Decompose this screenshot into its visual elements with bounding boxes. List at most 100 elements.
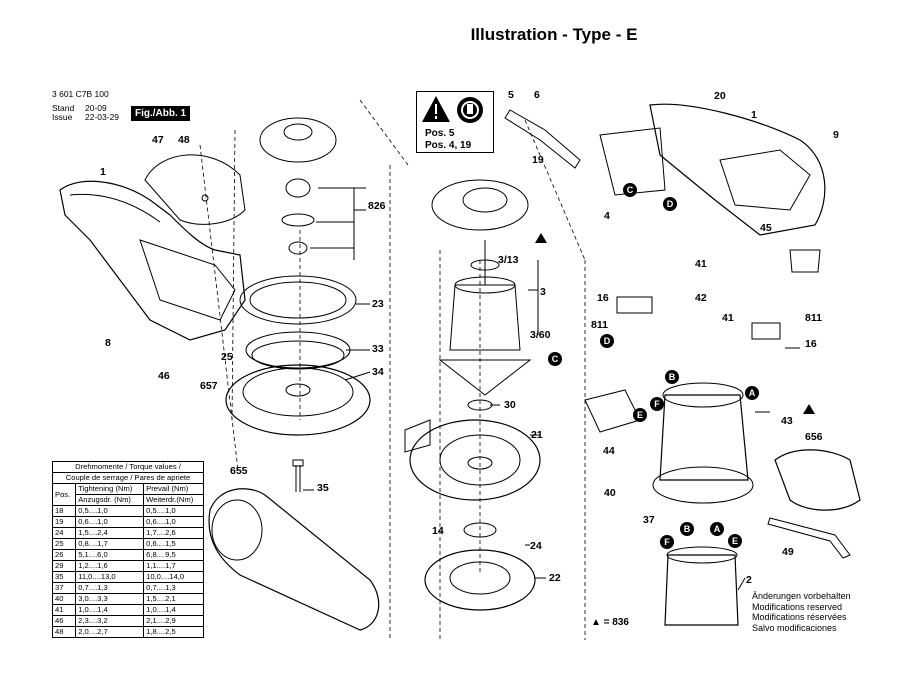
callout-16-left: 16 (597, 292, 609, 304)
callout-657: 657 (200, 380, 218, 392)
marker-f: F (650, 397, 664, 411)
modifications-note: Änderungen vorbehalten Modifications res… (752, 591, 851, 633)
callout-25: 25 (221, 351, 233, 363)
col-anzugsdr: Anzugsdr. (Nm) (75, 494, 145, 506)
cell-pos: 35 (51, 571, 77, 583)
callout-9: 9 (833, 129, 839, 141)
marker-e: E (633, 408, 647, 422)
cell-pos: 29 (51, 560, 77, 572)
warning-line-2: Pos. 4, 19 (425, 140, 472, 151)
callout-3: 3 (540, 286, 546, 298)
marker-a: A (745, 386, 759, 400)
col-prevail: Prevail (Nm) (143, 483, 204, 495)
issue-value: 22-03-29 (85, 112, 120, 122)
triangle-reference: ▲ = 836 (591, 617, 629, 628)
callout-8: 8 (105, 337, 111, 349)
callout-24: 24 (530, 540, 542, 552)
marker-b: B (665, 370, 679, 384)
callout-35: 35 (317, 482, 329, 494)
callout-45: 45 (760, 222, 772, 234)
marker-c: C (623, 183, 637, 197)
cell-tightening: 11,0....13,0 (75, 571, 145, 583)
callout-21: 21 (531, 429, 543, 441)
cell-tightening: 5,1....6,0 (75, 549, 145, 561)
cell-pos: 26 (51, 549, 77, 561)
callout-44: 44 (603, 445, 615, 457)
cell-pos: 24 (51, 527, 77, 539)
warning-icon (422, 96, 483, 123)
cell-tightening: 3,0....3,3 (75, 593, 145, 605)
callout-20: 20 (714, 90, 726, 102)
callout-33: 33 (372, 343, 384, 355)
cell-tightening: 2,3....3,2 (75, 615, 145, 627)
callout-656: 656 (805, 431, 823, 443)
callout-5: 5 (508, 89, 514, 101)
cell-prevail: 2,1....2,9 (143, 615, 204, 627)
note-en: Modifications reserved (752, 601, 843, 612)
cell-prevail: 0,7....1,3 (143, 582, 204, 594)
cell-prevail: 1,7....2,6 (143, 527, 204, 539)
cell-prevail: 0,5....1,0 (143, 505, 204, 517)
cell-tightening: 0,8....1,7 (75, 538, 145, 550)
cell-prevail: 1,8....2,5 (143, 626, 204, 638)
cell-pos: 19 (51, 516, 77, 528)
callout-34: 34 (372, 366, 384, 378)
cell-pos: 41 (51, 604, 77, 616)
note-es: Salvo modificaciones (752, 622, 837, 633)
callout-37: 37 (643, 514, 655, 526)
cell-tightening: 2,0....2,7 (75, 626, 145, 638)
cell-tightening: 1,5....2,4 (75, 527, 145, 539)
marker-d: D (600, 334, 614, 348)
cell-tightening: 0,6....1,0 (75, 516, 145, 528)
figure-label: Fig./Abb. 1 (131, 106, 191, 121)
page-title: Illustration - Type - E (470, 25, 638, 44)
marker-c: C (548, 352, 562, 366)
col-weiterdr: Weiterdr.(Nm) (143, 494, 204, 506)
torque-title-1: Drehmomente / Torque values / (52, 461, 204, 473)
stand-label: Stand (52, 103, 75, 113)
marker-b: B (680, 522, 694, 536)
callout-811-left: 811 (591, 319, 608, 331)
warning-line-1: Pos. 5 (425, 128, 455, 139)
note-de: Änderungen vorbehalten (752, 591, 851, 601)
marker-a: A (710, 522, 724, 536)
note-fr: Modifications réservées (752, 612, 847, 623)
callout-3-60: 3/60 (530, 329, 551, 341)
callout-43: 43 (781, 415, 793, 427)
callout-41-right: 41 (722, 312, 734, 324)
callout-30: 30 (504, 399, 516, 411)
callout-1-left: 1 (100, 166, 106, 178)
cell-prevail: 0,6....1,0 (143, 516, 204, 528)
callout-1-right: 1 (751, 109, 757, 121)
callout-811-right: 811 (805, 312, 822, 324)
cell-pos: 25 (51, 538, 77, 550)
cell-pos: 37 (51, 582, 77, 594)
callout-655: 655 (230, 465, 248, 477)
callout-41-top: 41 (695, 258, 707, 270)
cell-tightening: 1,2....1,6 (75, 560, 145, 572)
cell-tightening: 0,7....1,3 (75, 582, 145, 594)
callout-4: 4 (604, 210, 610, 222)
callout-23: 23 (372, 298, 384, 310)
callout-40: 40 (604, 487, 616, 499)
cell-pos: 46 (51, 615, 77, 627)
col-tightening: Tightening (Nm) (75, 483, 145, 495)
callout-16-right: 16 (805, 338, 817, 350)
callout-22: 22 (549, 572, 561, 584)
cell-tightening: 1,0....1,4 (75, 604, 145, 616)
callout-14: 14 (432, 525, 444, 537)
cell-prevail: 1,5....2,1 (143, 593, 204, 605)
torque-table: Drehmomente / Torque values / Couple de … (51, 461, 204, 638)
